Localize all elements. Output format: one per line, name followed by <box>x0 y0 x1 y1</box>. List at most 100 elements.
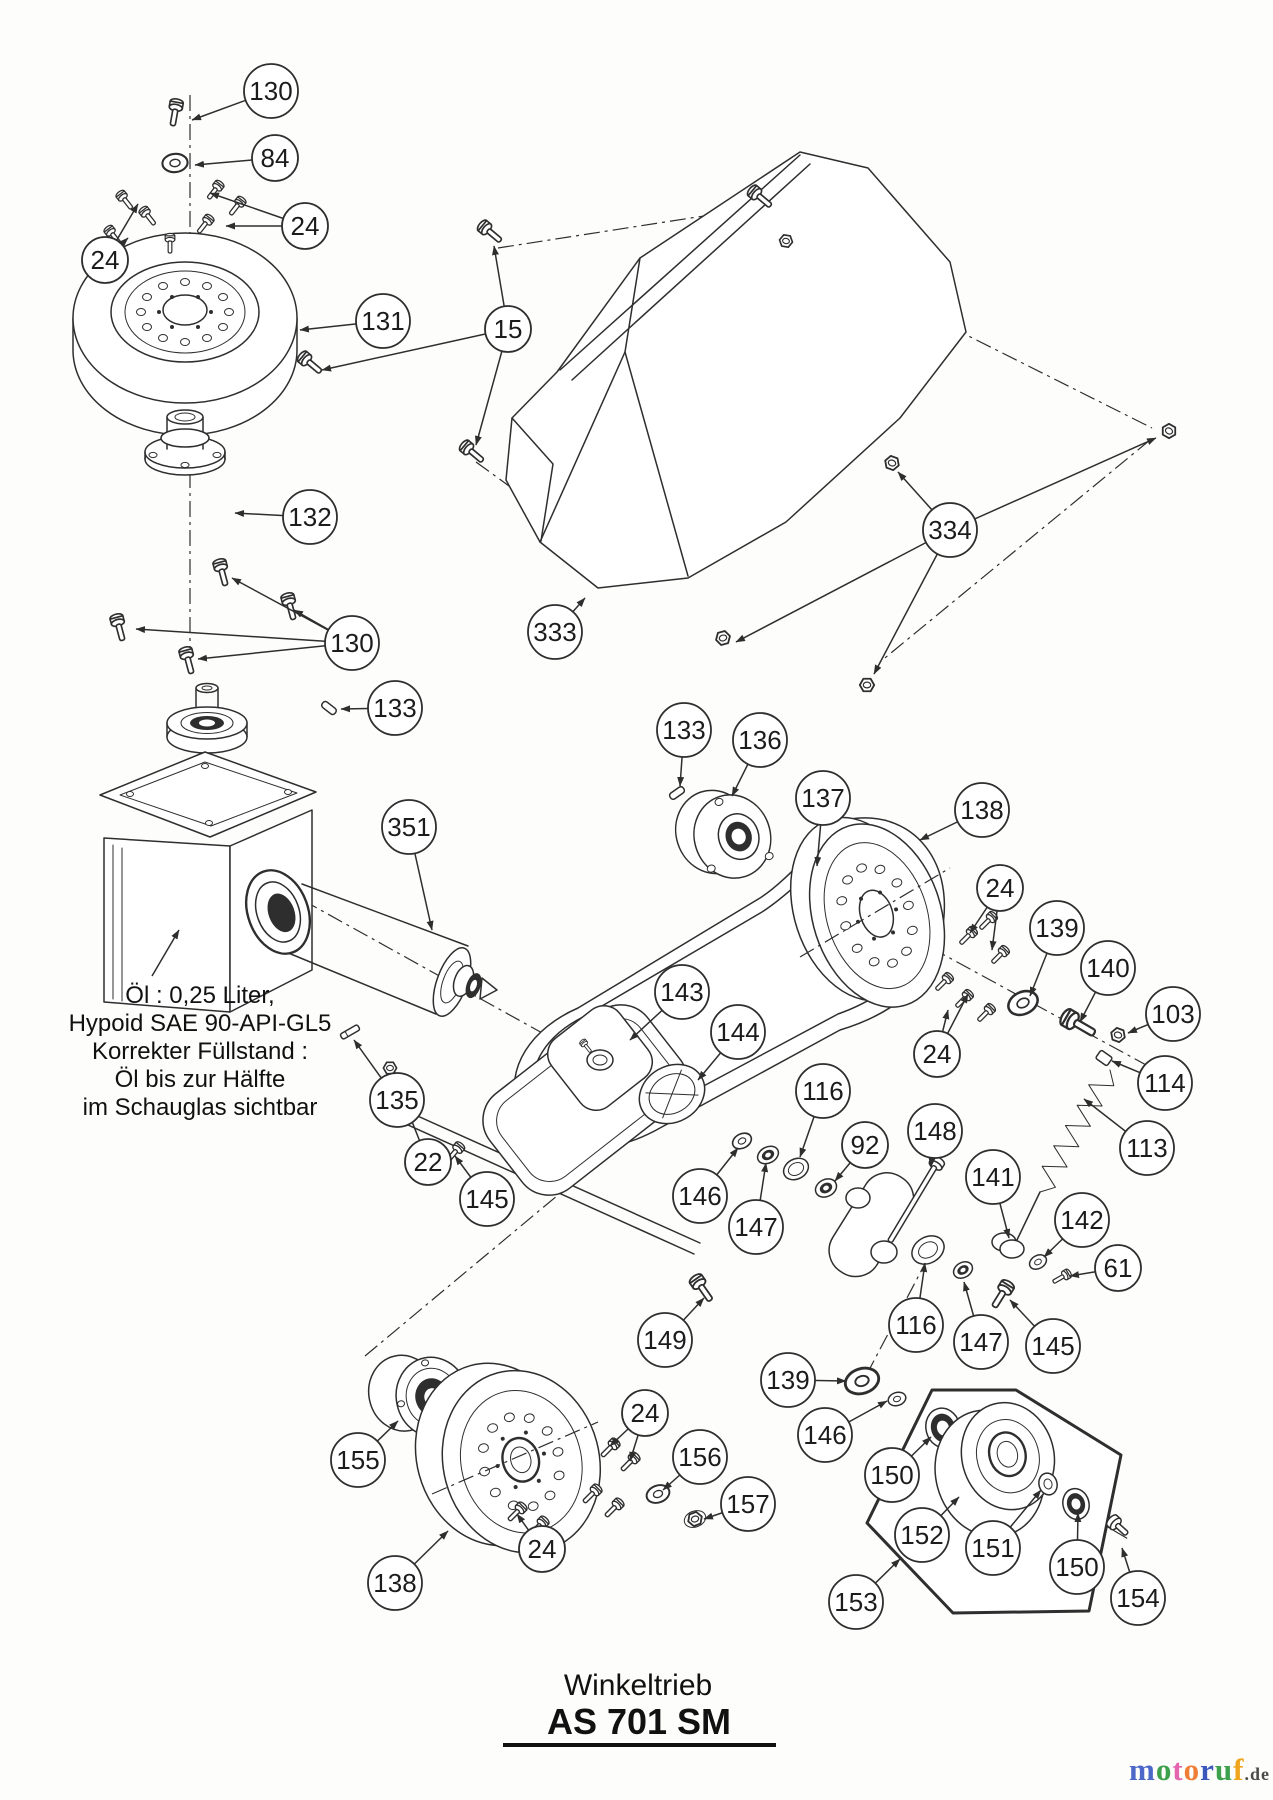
callout-157 <box>720 1476 776 1532</box>
leader-line-130 <box>135 626 353 644</box>
callout-label-155: 155 <box>336 1445 379 1475</box>
callout-label-148: 148 <box>913 1116 956 1146</box>
oil-note: Öl : 0,25 Liter, Hypoid SAE 90-API-GL5 K… <box>69 982 332 1121</box>
callout-label-147: 147 <box>734 1212 777 1242</box>
tensioner-fasteners-drawing <box>932 909 1128 1287</box>
callout-label-24: 24 <box>631 1398 660 1428</box>
callout-135 <box>369 1072 425 1128</box>
oil-note-line-2: Hypoid SAE 90-API-GL5 <box>69 1010 332 1037</box>
callout-150 <box>864 1447 920 1503</box>
callout-61 <box>1094 1244 1142 1292</box>
callout-label-139: 139 <box>766 1365 809 1395</box>
logo-letter: o <box>1183 1752 1201 1787</box>
callout-151 <box>965 1520 1021 1576</box>
callout-label-113: 113 <box>1126 1133 1167 1163</box>
callout-334 <box>922 502 978 558</box>
callout-label-144: 144 <box>716 1017 759 1047</box>
callout-label-137: 137 <box>801 783 844 813</box>
belt-cover-drawing <box>505 151 967 589</box>
logo-letter: m <box>1129 1752 1156 1787</box>
motoruf-logo: motoruf.de <box>1100 1752 1270 1788</box>
caption-model: AS 701 SM <box>547 1701 731 1742</box>
callout-113 <box>1119 1120 1175 1176</box>
logo-letter: r <box>1200 1752 1215 1787</box>
drum-wheel-drawing <box>72 232 298 436</box>
leader-line-334 <box>735 529 951 643</box>
callout-149 <box>637 1312 693 1368</box>
callout-145 <box>459 1171 515 1227</box>
callout-label-61: 61 <box>1104 1253 1133 1283</box>
gearbox-bolts-drawing <box>108 556 337 716</box>
callout-24 <box>81 236 129 284</box>
callout-label-150: 150 <box>1055 1552 1098 1582</box>
callout-label-133: 133 <box>662 715 705 745</box>
callout-label-131: 131 <box>361 306 404 336</box>
callout-label-139: 139 <box>1035 913 1078 943</box>
callout-label-133: 133 <box>373 693 416 723</box>
key-133-drawing <box>668 785 686 801</box>
oil-note-line-5: im Schauglas sichtbar <box>83 1094 318 1121</box>
callout-label-138: 138 <box>960 795 1003 825</box>
logo-letter: f <box>1233 1752 1245 1787</box>
callout-label-157: 157 <box>726 1489 769 1519</box>
callout-150 <box>1049 1539 1105 1595</box>
callout-146 <box>672 1168 728 1224</box>
callout-141 <box>965 1149 1021 1205</box>
callout-92 <box>841 1121 889 1169</box>
callout-label-150: 150 <box>870 1460 913 1490</box>
callout-label-146: 146 <box>678 1181 721 1211</box>
flange-bearing-drawing <box>674 789 774 879</box>
callout-label-130: 130 <box>249 76 292 106</box>
callout-label-145: 145 <box>1031 1331 1074 1361</box>
callout-24 <box>518 1525 566 1573</box>
callout-label-22: 22 <box>414 1147 443 1177</box>
callout-22 <box>404 1138 452 1186</box>
callout-155 <box>330 1432 386 1488</box>
callout-130 <box>243 63 299 119</box>
callout-152 <box>894 1507 950 1563</box>
callout-144 <box>710 1004 766 1060</box>
callout-label-334: 334 <box>928 515 971 545</box>
oil-note-line-4: Öl bis zur Hälfte <box>115 1066 286 1093</box>
callout-139 <box>1029 900 1085 956</box>
callout-label-24: 24 <box>91 245 120 275</box>
callout-label-130: 130 <box>330 628 373 658</box>
logo-letter: o <box>1155 1752 1173 1787</box>
callout-label-24: 24 <box>291 211 320 241</box>
leader-line-334 <box>949 437 1157 531</box>
callout-label-145: 145 <box>465 1184 508 1214</box>
callout-label-116: 116 <box>802 1076 843 1106</box>
callout-103 <box>1145 986 1201 1042</box>
callout-label-149: 149 <box>643 1325 686 1355</box>
callout-label-132: 132 <box>288 502 331 532</box>
callout-138 <box>367 1555 423 1611</box>
callout-label-15: 15 <box>494 314 523 344</box>
left-small-parts-drawing <box>339 1024 467 1165</box>
callout-label-147: 147 <box>959 1327 1002 1357</box>
callout-143 <box>654 964 710 1020</box>
callout-label-116: 116 <box>895 1310 936 1340</box>
oil-note-line-3: Korrekter Füllstand : <box>92 1038 308 1065</box>
callout-153 <box>828 1574 884 1630</box>
callout-145 <box>1025 1318 1081 1374</box>
callout-label-92: 92 <box>851 1130 880 1160</box>
leader-line-15 <box>321 328 509 372</box>
callout-147 <box>953 1314 1009 1370</box>
callout-147 <box>728 1199 784 1255</box>
callout-133 <box>656 702 712 758</box>
callout-label-152: 152 <box>900 1520 943 1550</box>
callout-label-24: 24 <box>923 1039 952 1069</box>
idler-arm-drawing <box>686 1129 1017 1409</box>
callout-148 <box>907 1103 963 1159</box>
callout-351 <box>381 799 437 855</box>
callout-84 <box>251 134 299 182</box>
callout-label-24: 24 <box>528 1534 557 1564</box>
oil-note-arrow <box>151 929 180 977</box>
callout-label-351: 351 <box>387 812 430 842</box>
callout-label-84: 84 <box>261 143 290 173</box>
callout-label-140: 140 <box>1086 953 1129 983</box>
callout-142 <box>1054 1192 1110 1248</box>
callout-132 <box>282 489 338 545</box>
